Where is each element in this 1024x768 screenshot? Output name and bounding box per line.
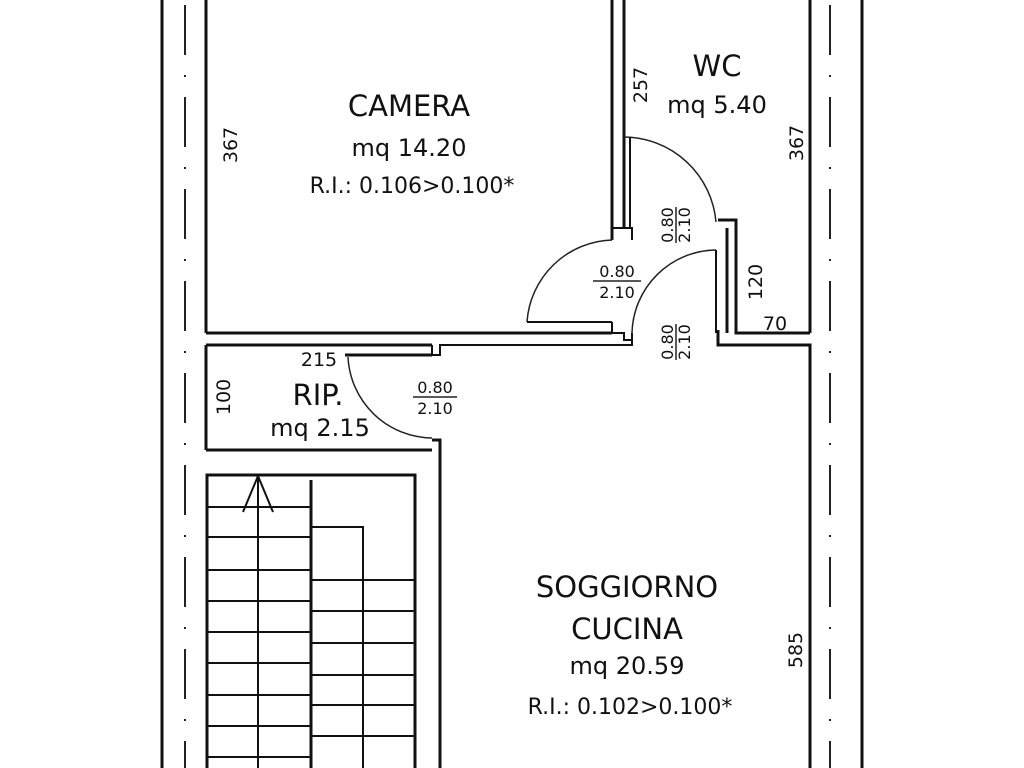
room-rip-walls	[204, 345, 442, 768]
svg-text:0.80: 0.80	[599, 262, 635, 281]
door-label-camera: 0.80 2.10	[593, 262, 641, 302]
room-area: mq 20.59	[570, 652, 685, 680]
room-name: WC	[693, 49, 742, 83]
svg-text:2.10: 2.10	[675, 207, 694, 243]
room-name: CAMERA	[348, 89, 470, 123]
dim-soggiorno-height: 585	[785, 632, 807, 668]
room-area: mq 5.40	[667, 91, 767, 119]
stair-up-arrow-icon	[242, 473, 274, 513]
door-label-soggiorno: 0.80 2.10	[658, 324, 694, 360]
room-name-line2: CUCINA	[571, 612, 683, 646]
dim-camera-height: 367	[220, 127, 242, 163]
room-wc-label: WC mq 5.40	[667, 49, 767, 119]
room-name-line1: SOGGIORNO	[536, 570, 718, 604]
door-label-wc: 0.80 2.10	[658, 207, 694, 243]
dim-wc-left: 257	[630, 67, 652, 103]
dim-wc-passage: 120	[745, 264, 767, 300]
room-area: mq 14.20	[352, 134, 467, 162]
svg-text:2.10: 2.10	[599, 283, 635, 302]
room-name: RIP.	[293, 378, 344, 412]
axis-lines	[184, 5, 831, 768]
room-camera-label: CAMERA mq 14.20 R.I.: 0.106>0.100*	[310, 89, 515, 199]
room-ri: R.I.: 0.106>0.100*	[310, 174, 515, 199]
dim-wc-passage-width: 70	[763, 313, 787, 335]
door-swings	[347, 136, 717, 439]
svg-text:0.80: 0.80	[417, 378, 453, 397]
room-camera-walls	[204, 0, 633, 341]
room-rip-label: RIP. mq 2.15	[270, 378, 370, 442]
outer-walls	[160, 0, 864, 768]
room-area: mq 2.15	[270, 414, 370, 442]
svg-text:0.80: 0.80	[658, 207, 677, 243]
staircase	[205, 473, 417, 768]
corridor-walls	[206, 330, 812, 768]
room-wc-walls	[718, 0, 812, 335]
dim-rip-height: 100	[213, 379, 235, 415]
room-soggiorno-label: SOGGIORNO CUCINA mq 20.59 R.I.: 0.102>0.…	[528, 570, 733, 720]
dim-rip-width: 215	[301, 349, 337, 371]
svg-text:2.10: 2.10	[675, 324, 694, 360]
dimension-labels: 367 257 367 120 70 100 215 585	[213, 67, 808, 668]
svg-text:2.10: 2.10	[417, 399, 453, 418]
door-label-rip: 0.80 2.10	[413, 378, 457, 418]
dim-wc-right: 367	[786, 125, 808, 161]
room-ri: R.I.: 0.102>0.100*	[528, 695, 733, 720]
svg-text:0.80: 0.80	[658, 324, 677, 360]
